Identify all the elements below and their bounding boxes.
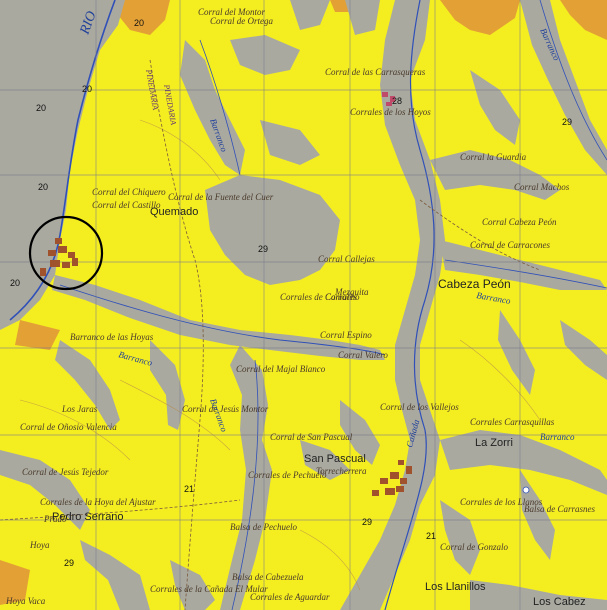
map-labels: RIO Quemado Cabeza Peón San Pascual La Z… xyxy=(5,7,596,608)
label-corral-del-majal: Corral del Majal Blanco xyxy=(236,364,326,374)
label-corrales: Corrales xyxy=(325,292,358,302)
label-corral-de-los-machos: Corral Machos xyxy=(514,182,570,192)
label-corral-de-san-pascual: Corral de San Pascual xyxy=(270,432,353,442)
label-corral-del-gonzalo: Corral de Gonzalo xyxy=(440,542,509,552)
label-barranco-de-las-hoyas: Barranco de las Hoyas xyxy=(70,332,154,342)
grid-number: 29 xyxy=(362,517,372,527)
grid-number: 29 xyxy=(258,244,268,254)
label-corrales-carrasquilla: Corrales Carrasquillas xyxy=(470,417,555,427)
grid-number: 21 xyxy=(426,531,436,541)
label-corral-valero: Corral Valero xyxy=(338,350,388,360)
label-corral-la-guardia: Corral la Guardia xyxy=(460,152,527,162)
grid-number: 20 xyxy=(38,182,48,192)
label-san-pascual: San Pascual xyxy=(304,453,366,465)
label-los-cabezos: Los Cabez xyxy=(533,596,586,608)
label-corral-de-ortega: Corral de Ortega xyxy=(210,16,274,26)
grid-number: 28 xyxy=(392,96,402,106)
label-corral-de-olivo: Corral de Oñosio Valencia xyxy=(20,422,117,432)
label-corral-de-carracones: Corral de Carracones xyxy=(470,240,551,250)
label-pedro-serrano: Pedro Serrano xyxy=(52,511,124,523)
label-corral-de-jesus-montor: Corral de Jesús Montor xyxy=(182,404,269,414)
label-corral-del-castillo: Corral del Castillo xyxy=(92,200,161,210)
label-balsa-de-pechuelo: Balsa de Pechuelo xyxy=(230,522,297,532)
grid-number: 20 xyxy=(82,84,92,94)
settlement-quemado xyxy=(40,238,78,276)
contour-lines xyxy=(19,119,541,591)
label-corral-cabeza-peon: Corral Cabeza Peón xyxy=(482,217,557,227)
label-corral-de-la-fuente: Corral de la Fuente del Cuer xyxy=(168,192,274,202)
label-corral-de-carrasnes: Balsa de Carrasnes xyxy=(524,504,596,514)
grid-number: 20 xyxy=(10,278,20,288)
label-corral-de-los-llanos: Corrales de los Llanos xyxy=(460,497,543,507)
label-barranco-6: Barranco xyxy=(540,432,575,442)
label-corral-de-jesus-tejedor: Corral de Jesús Tejedor xyxy=(22,467,109,477)
label-corral-de-los-vallejos: Corral de los Vallejos xyxy=(380,402,459,412)
label-mezquita: Mezquita xyxy=(334,287,369,297)
settlement-north xyxy=(382,92,395,106)
label-corral-callejas: Corral Callejas xyxy=(318,254,375,264)
label-corral-del-montor: Corral del Montor xyxy=(198,7,266,17)
label-prado: Prado xyxy=(43,514,67,524)
label-corral-de-la-hoya: Corrales de la Hoya del Ajustar xyxy=(40,497,156,507)
highlight-circle xyxy=(28,215,104,291)
tracks xyxy=(0,59,541,610)
label-corral-de-los-hoyos: Corrales de los Hoyos xyxy=(350,107,431,117)
grid-number: 20 xyxy=(36,103,46,113)
label-corrales-de-pechuelo: Corrales de Pechuelo xyxy=(248,470,327,480)
settlement-san-pascual xyxy=(372,460,412,496)
label-torrecherrera: Torrecherrera xyxy=(316,466,367,476)
grid-number: 29 xyxy=(64,558,74,568)
label-corrales-de-aguardar: Corrales de Aguardar xyxy=(250,592,330,602)
label-corral-del-chiquero: Corral del Chiquero xyxy=(92,187,166,197)
label-corral-de-las-carrasqueras: Corral de las Carrasqueras xyxy=(325,67,426,77)
label-corral-el-mular: Corrales de la Cañada El Mular xyxy=(150,584,268,594)
balsa-pond xyxy=(522,486,530,494)
label-corral-del-espino: Corral Espino xyxy=(320,330,372,340)
grid-number: 20 xyxy=(134,18,144,28)
grid-number: 29 xyxy=(562,117,572,127)
label-corrales-de-camacho: Corrales de Camacho xyxy=(280,292,360,302)
label-balsa-de-cabezuela: Balsa de Cabezuela xyxy=(232,572,304,582)
label-la-zorrilla: La Zorri xyxy=(475,437,513,449)
label-los-llanillos: Los Llanillos xyxy=(425,581,486,593)
river-lines xyxy=(9,0,607,610)
label-hoya-vaca: Hoya Vaca xyxy=(5,596,46,606)
label-los-jaras: Los Jaras xyxy=(61,404,98,414)
label-hoya: Hoya xyxy=(29,540,50,550)
label-cabeza-peon: Cabeza Peón xyxy=(438,277,511,291)
grid-number: 21 xyxy=(184,484,194,494)
label-quemado: Quemado xyxy=(150,206,198,218)
